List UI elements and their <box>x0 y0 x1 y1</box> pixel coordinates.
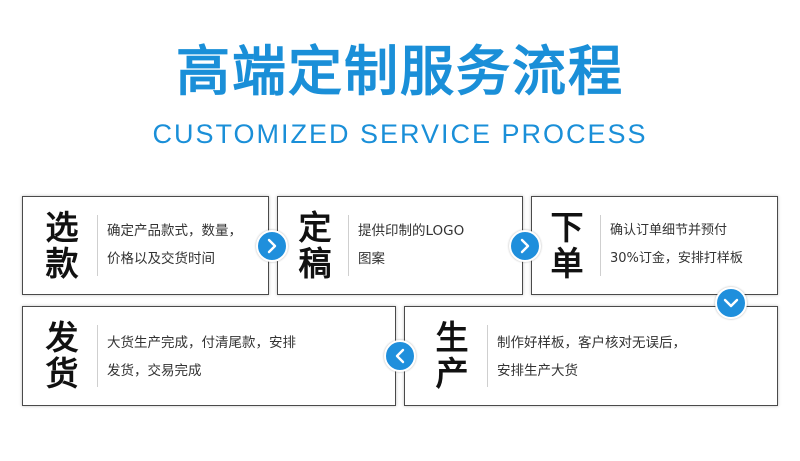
divider <box>487 325 488 387</box>
page-title: 高端定制服务流程 <box>176 40 624 103</box>
step-description: 制作好样板，客户核对无误后， 安排生产大货 <box>497 335 686 379</box>
step-card-draft: 定 稿 提供印制的LOGO 图案 <box>277 196 523 295</box>
step-label: 生 产 <box>435 318 469 393</box>
divider <box>348 215 349 276</box>
chevron-down-icon <box>715 287 747 319</box>
step-card-ship: 发 货 大货生产完成，付清尾款，安排 发货，交易完成 <box>22 306 396 406</box>
step-label: 定 稿 <box>298 207 332 283</box>
divider <box>600 215 601 276</box>
chevron-left-icon <box>384 340 416 372</box>
step-label: 下 单 <box>550 207 584 283</box>
step-card-select: 选 款 确定产品款式，数量， 价格以及交货时间 <box>22 196 269 295</box>
divider <box>97 325 98 387</box>
chevron-right-icon <box>256 230 288 262</box>
step-description: 确认订单细节并预付 30%订金，安排打样板 <box>610 223 743 266</box>
step-description: 大货生产完成，付清尾款，安排 发货，交易完成 <box>107 335 296 379</box>
step-description: 确定产品款式，数量， 价格以及交货时间 <box>107 223 242 267</box>
chevron-right-icon <box>509 230 541 262</box>
divider <box>97 215 98 276</box>
step-label: 选 款 <box>45 207 79 283</box>
step-label: 发 货 <box>45 318 79 393</box>
page-subtitle: CUSTOMIZED SERVICE PROCESS <box>152 119 648 149</box>
step-description: 提供印制的LOGO 图案 <box>358 223 465 267</box>
step-card-produce: 生 产 制作好样板，客户核对无误后， 安排生产大货 <box>404 306 778 406</box>
step-card-order: 下 单 确认订单细节并预付 30%订金，安排打样板 <box>531 196 778 295</box>
